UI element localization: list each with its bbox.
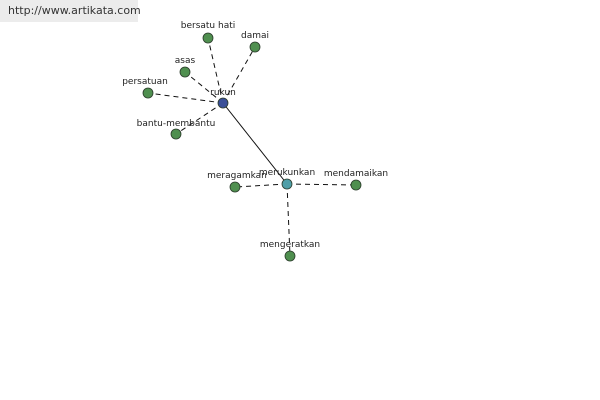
node-label-asas: asas [175,56,196,66]
edge-merukunkan-mendamaikan [286,183,357,186]
node-label-damai: damai [241,31,269,41]
node-marker-mendamaikan[interactable] [350,179,362,191]
node-rukun[interactable]: rukun [210,88,236,109]
edge-rukun-asas [184,71,224,104]
node-marker-damai[interactable] [249,41,261,53]
node-label-bersatu_hati: bersatu hati [181,21,236,31]
node-label-meragamkan: meragamkan [207,171,267,181]
edge-merukunkan-mengeratkan [286,183,291,257]
node-merukunkan[interactable]: merukunkan [259,168,315,190]
node-bersatu_hati[interactable]: bersatu hati [181,21,236,44]
node-marker-bantu_membantu[interactable] [170,128,182,140]
node-asas[interactable]: asas [175,56,196,78]
node-label-bantu_membantu: bantu-membantu [137,119,216,129]
node-label-rukun: rukun [210,88,236,98]
edge-rukun-bersatu_hati [207,37,224,104]
node-marker-bersatu_hati[interactable] [202,32,214,44]
node-marker-mengeratkan[interactable] [284,250,296,262]
node-mengeratkan[interactable]: mengeratkan [260,240,320,262]
node-bantu_membantu[interactable]: bantu-membantu [137,119,216,140]
edge-merukunkan-meragamkan [234,183,288,188]
node-label-mendamaikan: mendamaikan [324,169,388,179]
graph-edges [147,37,357,257]
node-marker-merukunkan[interactable] [281,178,293,190]
source-url-banner[interactable]: http://www.artikata.com [0,0,141,22]
edge-rukun-persatuan [147,92,224,104]
node-label-mengeratkan: mengeratkan [260,240,320,250]
edge-rukun-merukunkan [222,102,288,185]
node-marker-persatuan[interactable] [142,87,154,99]
node-mendamaikan[interactable]: mendamaikan [324,169,388,191]
edge-rukun-damai [222,46,256,104]
node-marker-asas[interactable] [179,66,191,78]
node-marker-meragamkan[interactable] [229,181,241,193]
edge-rukun-bantu_membantu [175,102,224,135]
graph-nodes: rukun bersatu hati damai asas persatuan bantu… [122,21,388,262]
node-label-merukunkan: merukunkan [259,168,315,178]
node-persatuan[interactable]: persatuan [122,77,168,99]
node-label-persatuan: persatuan [122,77,168,87]
node-meragamkan[interactable]: meragamkan [207,171,267,193]
node-marker-rukun[interactable] [217,97,229,109]
node-damai[interactable]: damai [241,31,269,53]
